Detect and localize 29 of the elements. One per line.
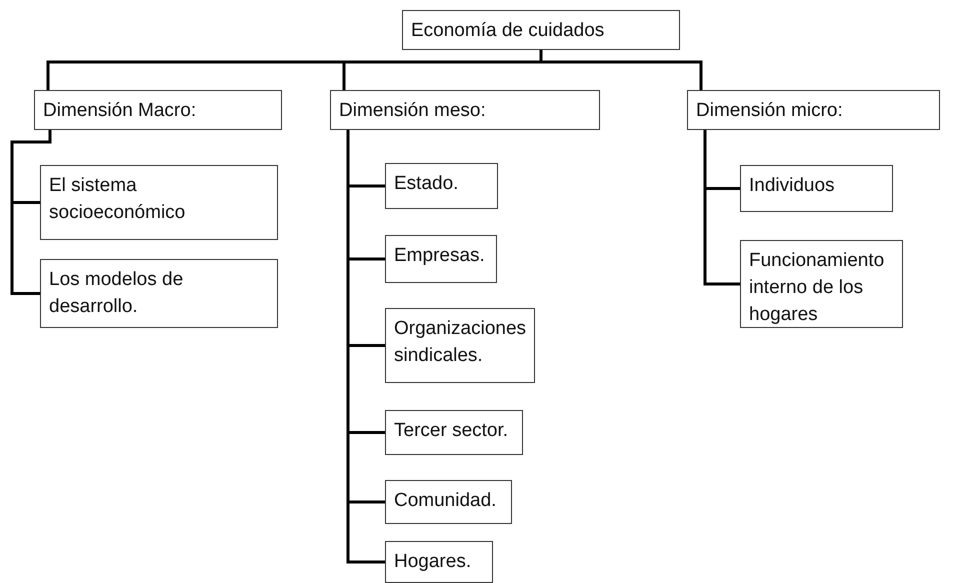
category-box (402, 10, 680, 50)
category-box (385, 541, 493, 583)
box-label: Economía de cuidados (411, 18, 604, 42)
box-label: Dimensión Macro: (43, 98, 196, 122)
category-box (40, 259, 278, 328)
category-box (330, 90, 600, 130)
category-box (385, 235, 497, 283)
category-box (385, 163, 498, 209)
box-label: Los modelos de desarrollo. (49, 268, 184, 319)
category-box (740, 165, 893, 212)
box-label: Comunidad. (394, 489, 496, 513)
box-label: Estado. (394, 172, 458, 196)
category-box (385, 308, 535, 383)
category-box (34, 90, 282, 130)
box-label: Organizaciones sindicales. (394, 317, 526, 368)
category-box (40, 165, 278, 240)
category-box (385, 410, 523, 455)
category-box (740, 240, 903, 328)
box-label: Dimensión micro: (696, 98, 843, 122)
box-label: Empresas. (394, 244, 485, 268)
connector-line (10, 130, 52, 295)
box-label: Dimensión meso: (339, 98, 486, 122)
box-label: El sistema socioeconómico (49, 174, 186, 225)
box-label: Funcionamiento interno de los hogares (749, 249, 886, 327)
box-label: Tercer sector. (394, 419, 508, 443)
box-label: Hogares. (394, 550, 472, 574)
box-label: Individuos (749, 174, 835, 198)
category-box (385, 480, 512, 524)
category-box (687, 90, 940, 130)
